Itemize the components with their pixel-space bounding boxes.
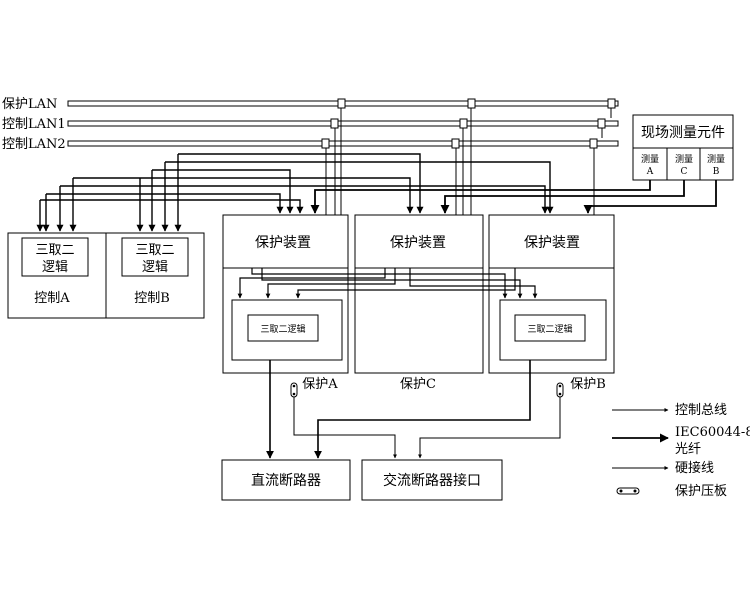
trip-links xyxy=(266,360,531,459)
legend: 控制总线 IEC60044-8 光纤 硬接线 保护压板 xyxy=(612,403,750,499)
control-unit-a: 三取二 逻辑 控制A xyxy=(7,232,107,319)
protect-b-name: 保护B xyxy=(570,377,606,392)
control-b-logic: 三取二 xyxy=(135,243,174,258)
control-lan2-label: 控制LAN2 xyxy=(2,137,66,152)
sensor-b-label1: 测量 xyxy=(707,154,725,165)
protect-unit-c: 保护装置 xyxy=(354,214,484,374)
protect-c-device: 保护装置 xyxy=(390,235,446,251)
sensor-c-label1: 测量 xyxy=(675,154,693,165)
protect-lan-label: 保护LAN xyxy=(2,97,57,112)
sensor-c-label2: C xyxy=(681,167,688,177)
control-a-name: 控制A xyxy=(34,291,70,306)
legend-control-bus: 控制总线 xyxy=(675,403,727,418)
protect-b-device: 保护装置 xyxy=(524,235,580,251)
control-a-logic: 三取二 xyxy=(35,243,74,258)
control-lan2-bus xyxy=(67,140,619,147)
control-lan1-bus xyxy=(67,120,619,127)
bus-taps xyxy=(321,98,616,149)
protect-unit-a: 保护装置 三取二逻辑 xyxy=(222,214,349,374)
protect-unit-b: 保护装置 三取二逻辑 xyxy=(488,214,615,374)
control-b-logic2: 逻辑 xyxy=(142,260,168,275)
hardwire-logic-links xyxy=(237,268,538,299)
dc-breaker-label: 直流断路器 xyxy=(251,472,321,489)
ac-breaker-label: 交流断路器接口 xyxy=(383,472,481,489)
legend-plate-icon xyxy=(616,487,640,495)
protect-a-name: 保护A xyxy=(302,377,338,392)
control-unit-b: 三取二 逻辑 控制B xyxy=(105,232,205,319)
protect-plate-a xyxy=(290,382,298,398)
field-measurement-unit: 现场测量元件 测量 A 测量 C 测量 B xyxy=(632,114,734,181)
field-unit-title: 现场测量元件 xyxy=(641,125,725,141)
protect-a-device: 保护装置 xyxy=(255,235,311,251)
legend-fiber-2: 光纤 xyxy=(675,442,701,457)
control-a-logic2: 逻辑 xyxy=(42,260,68,275)
sensor-a-label1: 测量 xyxy=(641,154,659,165)
protect-b-logic: 三取二逻辑 xyxy=(527,323,572,335)
sensor-b-label2: B xyxy=(713,167,720,177)
dc-breaker: 直流断路器 xyxy=(221,459,351,501)
legend-plate: 保护压板 xyxy=(675,484,727,499)
ac-trip-links xyxy=(293,397,561,459)
control-b-name: 控制B xyxy=(134,291,170,306)
protect-c-name: 保护C xyxy=(400,377,436,392)
sensor-a-label2: A xyxy=(646,167,654,177)
protect-a-logic: 三取二逻辑 xyxy=(260,323,305,335)
protect-plate-b xyxy=(556,382,564,398)
control-bus-links xyxy=(36,153,554,232)
control-lan1-label: 控制LAN1 xyxy=(2,117,66,132)
legend-hardwire: 硬接线 xyxy=(675,460,714,476)
ac-breaker-interface: 交流断路器接口 xyxy=(361,459,503,501)
fiber-links xyxy=(310,180,717,214)
legend-fiber-1: IEC60044-8 xyxy=(675,425,750,440)
